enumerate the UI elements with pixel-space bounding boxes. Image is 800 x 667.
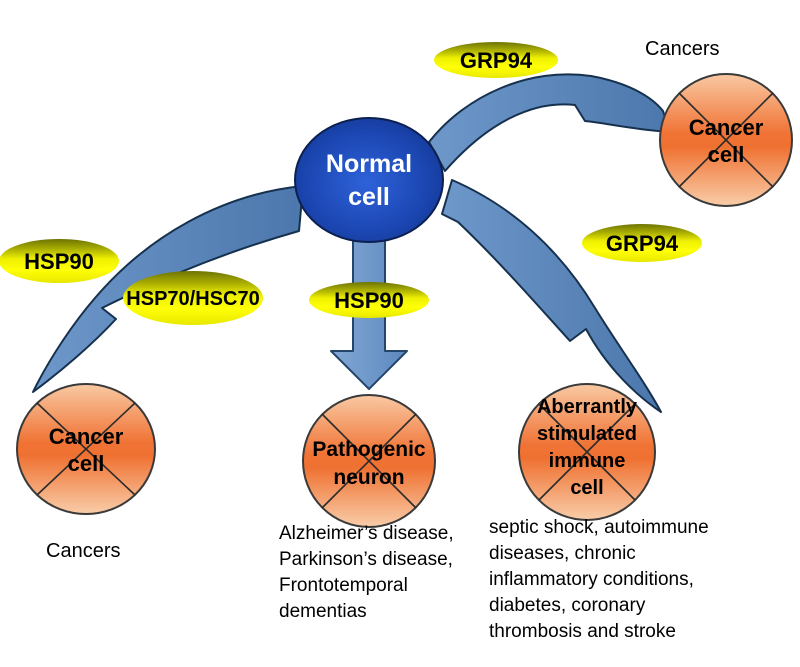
cancer-cell-top-right-group (659, 73, 793, 207)
hsp90-center-ellipse (309, 282, 429, 318)
arrow-to-cancer-top-right (428, 73, 671, 172)
pathogenic-neuron-group (302, 394, 436, 528)
neuron-diseases-caption: Alzheimer’s disease, Parkinson’s disease… (279, 523, 454, 622)
cancer-cell-bottom-left-group (16, 383, 156, 515)
hsp90-left-ellipse (0, 239, 119, 283)
cross-mark-line (321, 413, 417, 509)
arrow-to-immune-cell (441, 179, 662, 413)
grp94-right-ellipse (582, 224, 702, 262)
immune-diseases-caption: septic shock, autoimmune diseases, chron… (489, 517, 709, 642)
immune-cell-group (518, 383, 656, 521)
cross-mark-line (678, 92, 774, 188)
cross-mark-line (36, 402, 136, 496)
cancers-caption-top-right: Cancers (645, 38, 720, 60)
grp94-top-ellipse (434, 42, 558, 78)
hsp70-hsc70-ellipse (123, 271, 263, 325)
normal-cell-circle (294, 117, 444, 243)
cancers-caption-bottom-left: Cancers (46, 540, 121, 562)
cross-mark-line (538, 403, 636, 501)
